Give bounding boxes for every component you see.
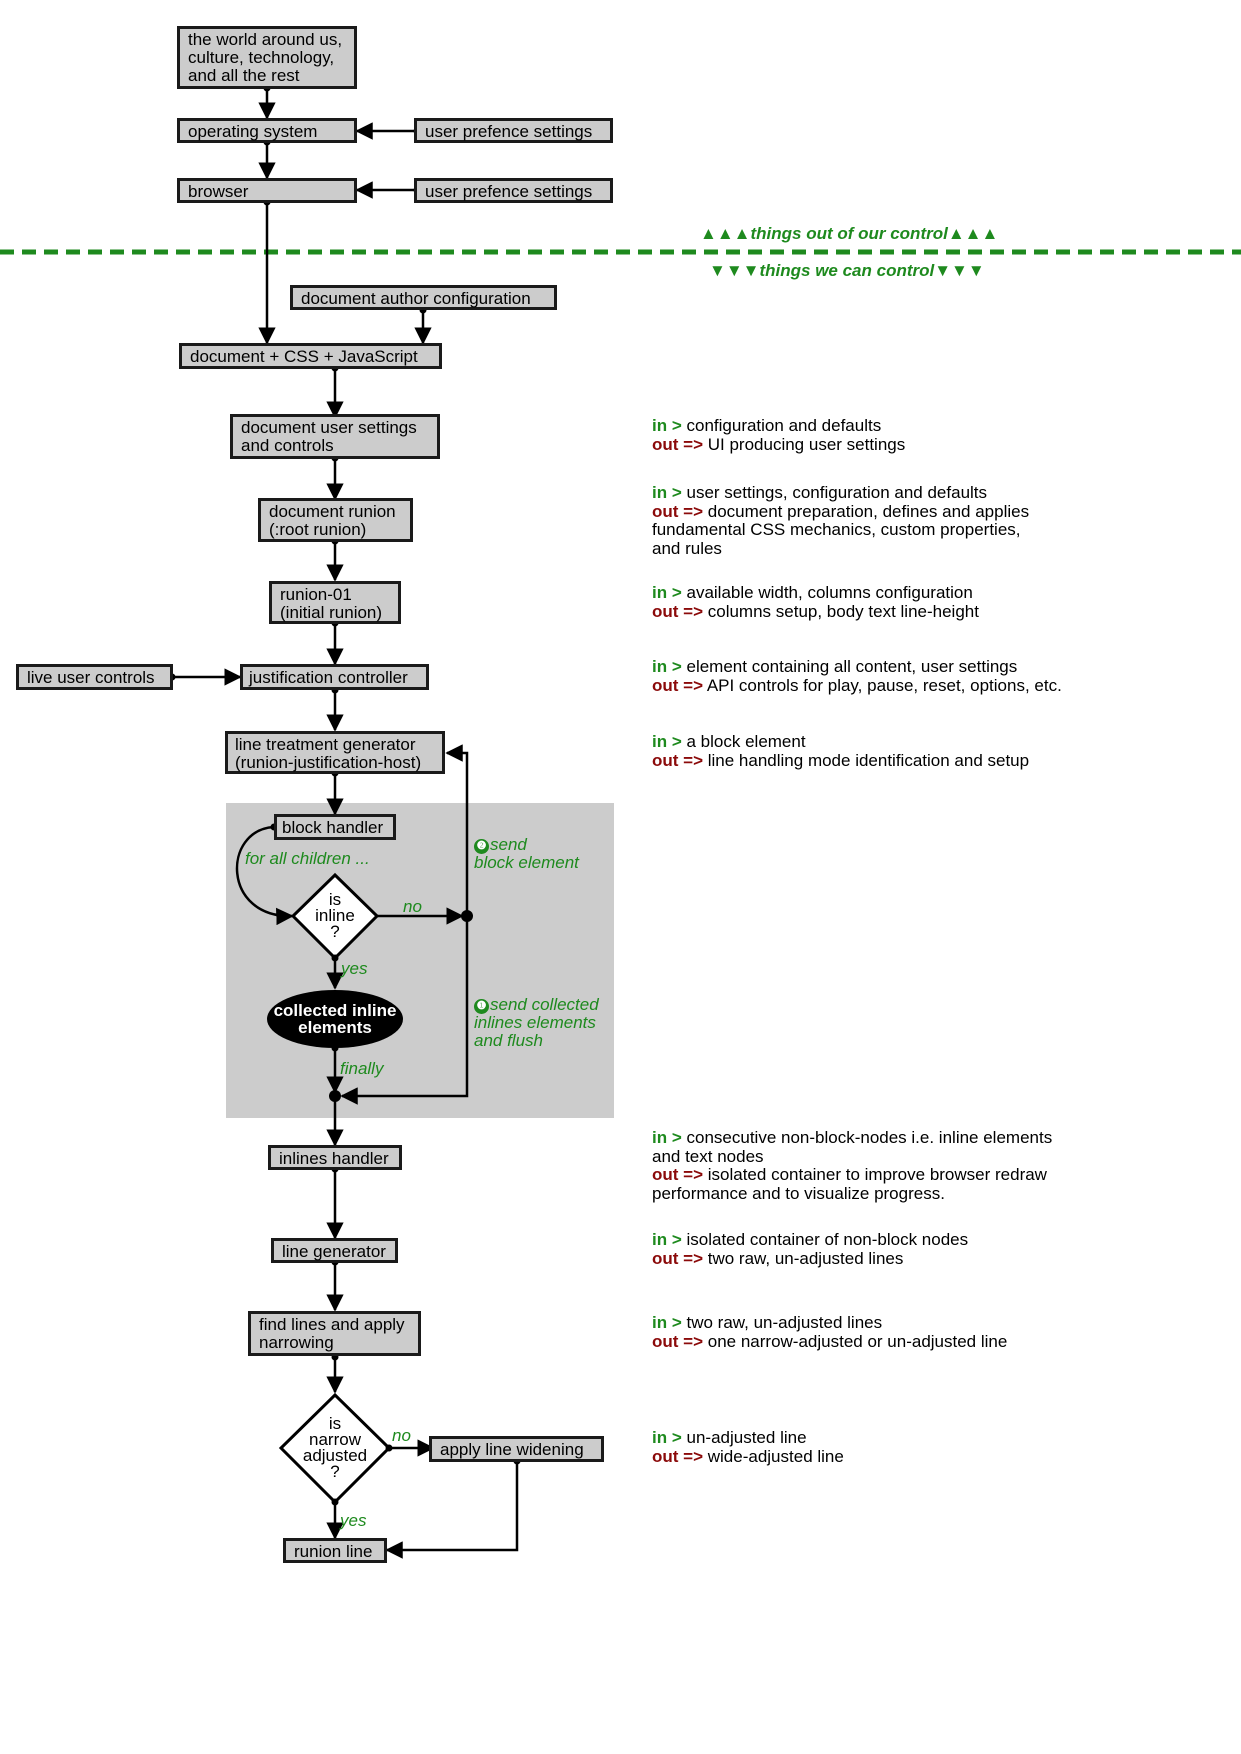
- in-key: in >: [652, 416, 682, 435]
- note-line-generator: in > isolated container of non-block nod…: [652, 1230, 969, 1268]
- runion-01-box: runion-01 (initial runion): [269, 581, 401, 624]
- collected-inline-node: [267, 990, 403, 1048]
- runion-line-box: runion line: [283, 1538, 387, 1563]
- yes-narrow-label: yes: [340, 1511, 367, 1530]
- document-author-config-box: document author configuration: [290, 285, 557, 310]
- in-key: in >: [652, 483, 682, 502]
- out-key: out =>: [652, 1446, 704, 1466]
- for-all-children-label: for all children ...: [245, 849, 370, 868]
- in-key: in >: [652, 1230, 682, 1249]
- world-box: the world around us, culture, technology…: [177, 26, 357, 89]
- line-generator-box: line generator: [271, 1238, 398, 1263]
- yes-inline-label: yes: [341, 959, 368, 978]
- merge-junction: [329, 1090, 341, 1102]
- in-key: in >: [652, 1428, 682, 1447]
- out-key: out =>: [652, 675, 704, 695]
- out-key: out =>: [652, 750, 704, 770]
- document-user-settings-box: document user settings and controls: [230, 414, 440, 459]
- out-key: out =>: [652, 601, 704, 621]
- user-preference-browser-box: user prefence settings: [414, 178, 613, 203]
- out-key: out =>: [652, 434, 704, 454]
- note-justification: in > element containing all content, use…: [652, 657, 1062, 695]
- out-of-control-label: ▲▲▲things out of our control▲▲▲: [700, 224, 999, 243]
- user-preference-os-box: user prefence settings: [414, 118, 613, 143]
- branch-junction: [461, 910, 473, 922]
- note-inlines-handler: in > consecutive non-block-nodes i.e. in…: [652, 1128, 1053, 1203]
- note-line-treatment: in > a block element out => line handlin…: [652, 732, 1030, 770]
- in-key: in >: [652, 732, 682, 751]
- document-css-js-box: document + CSS + JavaScript: [179, 343, 442, 369]
- in-key: in >: [652, 657, 682, 676]
- find-lines-box: find lines and apply narrowing: [248, 1311, 421, 1356]
- collected-inline-label: collected inline elements: [273, 1001, 397, 1037]
- note-document-runion: in > user settings, configuration and de…: [652, 483, 1030, 558]
- in-key: in >: [652, 1128, 682, 1147]
- is-inline-label: is inline ?: [315, 890, 355, 941]
- out-key: out =>: [652, 1165, 704, 1184]
- document-runion-box: document runion (:root runion): [258, 498, 413, 542]
- out-key: out =>: [652, 1331, 704, 1351]
- no-inline-label: no: [403, 897, 422, 916]
- number-one-icon: ❶: [474, 999, 489, 1014]
- inlines-handler-box: inlines handler: [268, 1145, 402, 1170]
- note-widening: in > un-adjusted line out => wide-adjust…: [652, 1428, 844, 1466]
- out-key: out =>: [652, 501, 704, 521]
- finally-label: finally: [340, 1059, 384, 1078]
- is-narrow-adjusted-label: is narrow adjusted ?: [302, 1414, 368, 1481]
- browser-box: browser: [177, 178, 357, 203]
- operating-system-box: operating system: [177, 118, 357, 143]
- live-user-controls-box: live user controls: [16, 664, 173, 690]
- out-key: out =>: [652, 1248, 704, 1268]
- note-runion-01: in > available width, columns configurat…: [652, 583, 979, 621]
- loop-region: [226, 803, 614, 1118]
- apply-line-widening-box: apply line widening: [429, 1436, 604, 1462]
- no-narrow-label: no: [392, 1426, 411, 1445]
- note-user-settings: in > configuration and defaults out => U…: [652, 416, 906, 454]
- in-control-label: ▼▼▼things we can control▼▼▼: [709, 261, 985, 280]
- in-key: in >: [652, 1313, 682, 1332]
- in-key: in >: [652, 583, 682, 602]
- justification-controller-box: justification controller: [240, 664, 429, 690]
- block-handler-box: block handler: [274, 814, 396, 840]
- note-find-lines: in > two raw, un-adjusted lines out => o…: [652, 1313, 1008, 1351]
- number-two-icon: ❷: [474, 839, 489, 854]
- line-treatment-generator-box: line treatment generator (runion-justifi…: [225, 731, 445, 774]
